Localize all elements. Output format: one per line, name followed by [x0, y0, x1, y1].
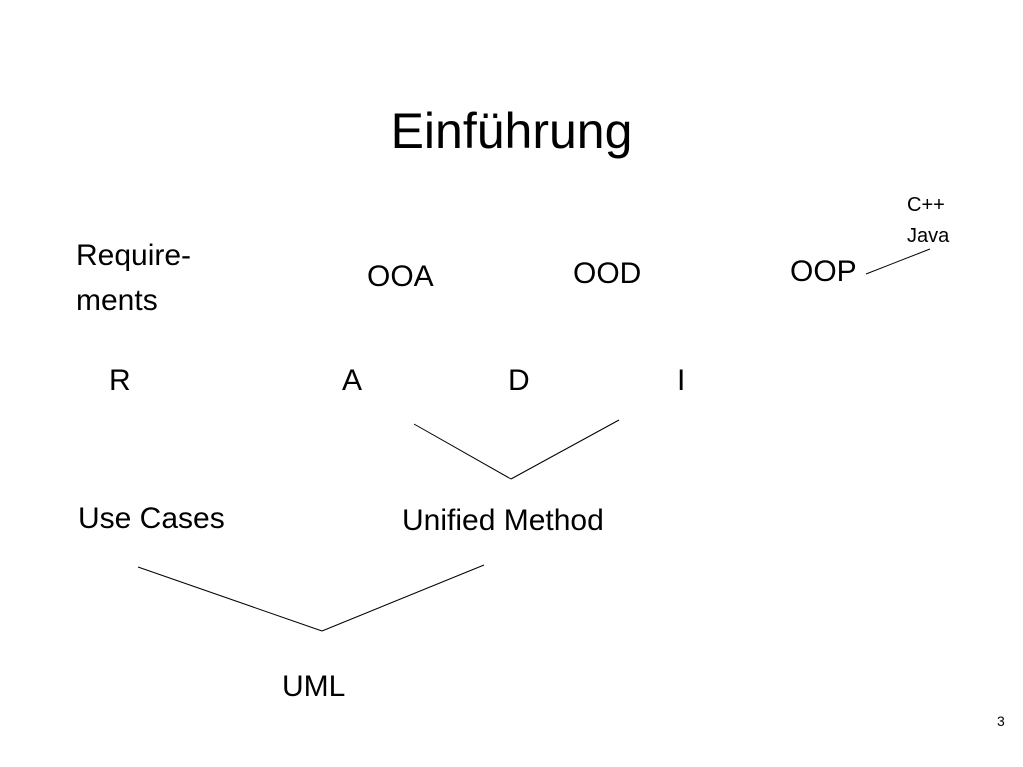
- letter-a: A: [342, 364, 363, 397]
- usecases-to-uml-left: [137, 566, 323, 632]
- oop-label: OOP: [790, 255, 857, 288]
- language-java: Java: [907, 225, 950, 247]
- letter-r: R: [109, 364, 131, 397]
- unified-method-label: Unified Method: [402, 504, 604, 537]
- use-cases-label: Use Cases: [78, 502, 225, 535]
- unified-to-uml-right: [321, 564, 485, 632]
- letter-i: I: [677, 364, 686, 397]
- letter-d: D: [508, 364, 530, 397]
- design-to-unified-right: [510, 419, 620, 480]
- analysis-to-unified-left: [413, 423, 512, 480]
- language-cpp: C++: [907, 194, 945, 216]
- requirements-label-line2: ments: [76, 284, 158, 317]
- slide-title: Einführung: [390, 103, 633, 159]
- oop-language-connector: [865, 248, 931, 275]
- ooa-label: OOA: [367, 260, 434, 293]
- ood-label: OOD: [573, 257, 642, 290]
- page-number: 3: [997, 713, 1005, 729]
- requirements-label-line1: Require-: [76, 239, 192, 272]
- uml-label: UML: [282, 670, 346, 703]
